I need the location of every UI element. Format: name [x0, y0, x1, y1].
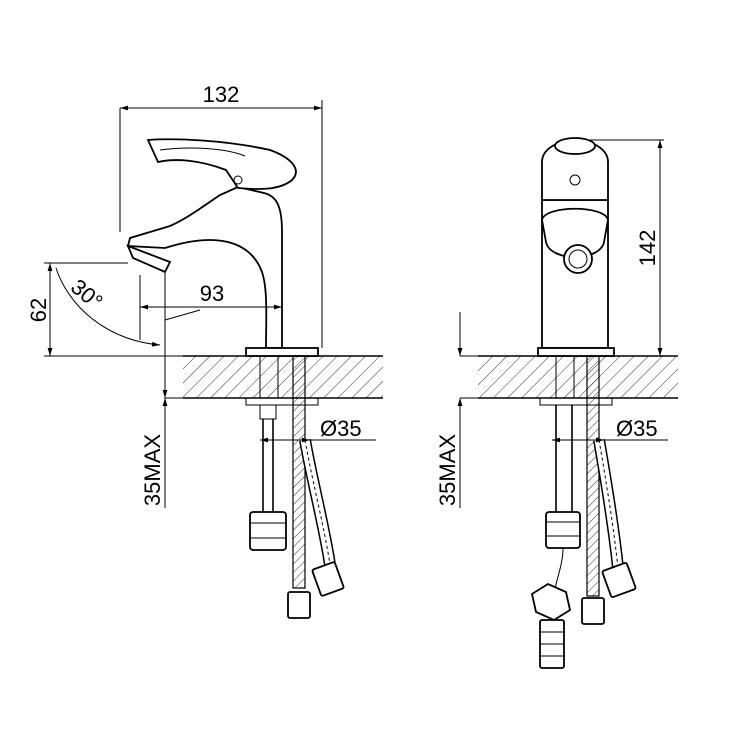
- connections-front: [530, 355, 637, 669]
- faucet-body-side: [126, 138, 319, 357]
- dimension-132: 132: [119, 82, 323, 348]
- countertop-right: [460, 355, 678, 399]
- dim-35max-right-label: 35MAX: [435, 434, 460, 506]
- dimension-93: 93: [139, 275, 282, 340]
- dimension-dia35-left: Ø35: [260, 416, 376, 443]
- faucet-body-front: [537, 137, 615, 357]
- dim-35max-left-label: 35MAX: [140, 434, 165, 506]
- dimension-62: 62: [26, 262, 165, 357]
- side-view: 132 93 62 30° Ø35: [26, 82, 383, 619]
- countertop-left: [165, 355, 383, 399]
- dim-132-label: 132: [203, 82, 240, 107]
- dimension-35max-left: 35MAX: [140, 360, 168, 508]
- dim-62-label: 62: [26, 298, 51, 322]
- angle-30-label: 30°: [66, 274, 108, 315]
- dimension-dia35-right: Ø35: [552, 416, 668, 443]
- angle-30: 30°: [55, 267, 201, 360]
- dim-dia35-right-label: Ø35: [616, 416, 658, 441]
- connections-side: [245, 355, 345, 619]
- dim-dia35-left-label: Ø35: [320, 416, 362, 441]
- front-view: 142 Ø35 35MAX: [435, 137, 678, 669]
- dim-93-label: 93: [200, 281, 224, 306]
- dimension-35max-right: 35MAX: [435, 312, 463, 508]
- dim-142-label: 142: [635, 230, 660, 267]
- dimension-142: 142: [590, 139, 664, 357]
